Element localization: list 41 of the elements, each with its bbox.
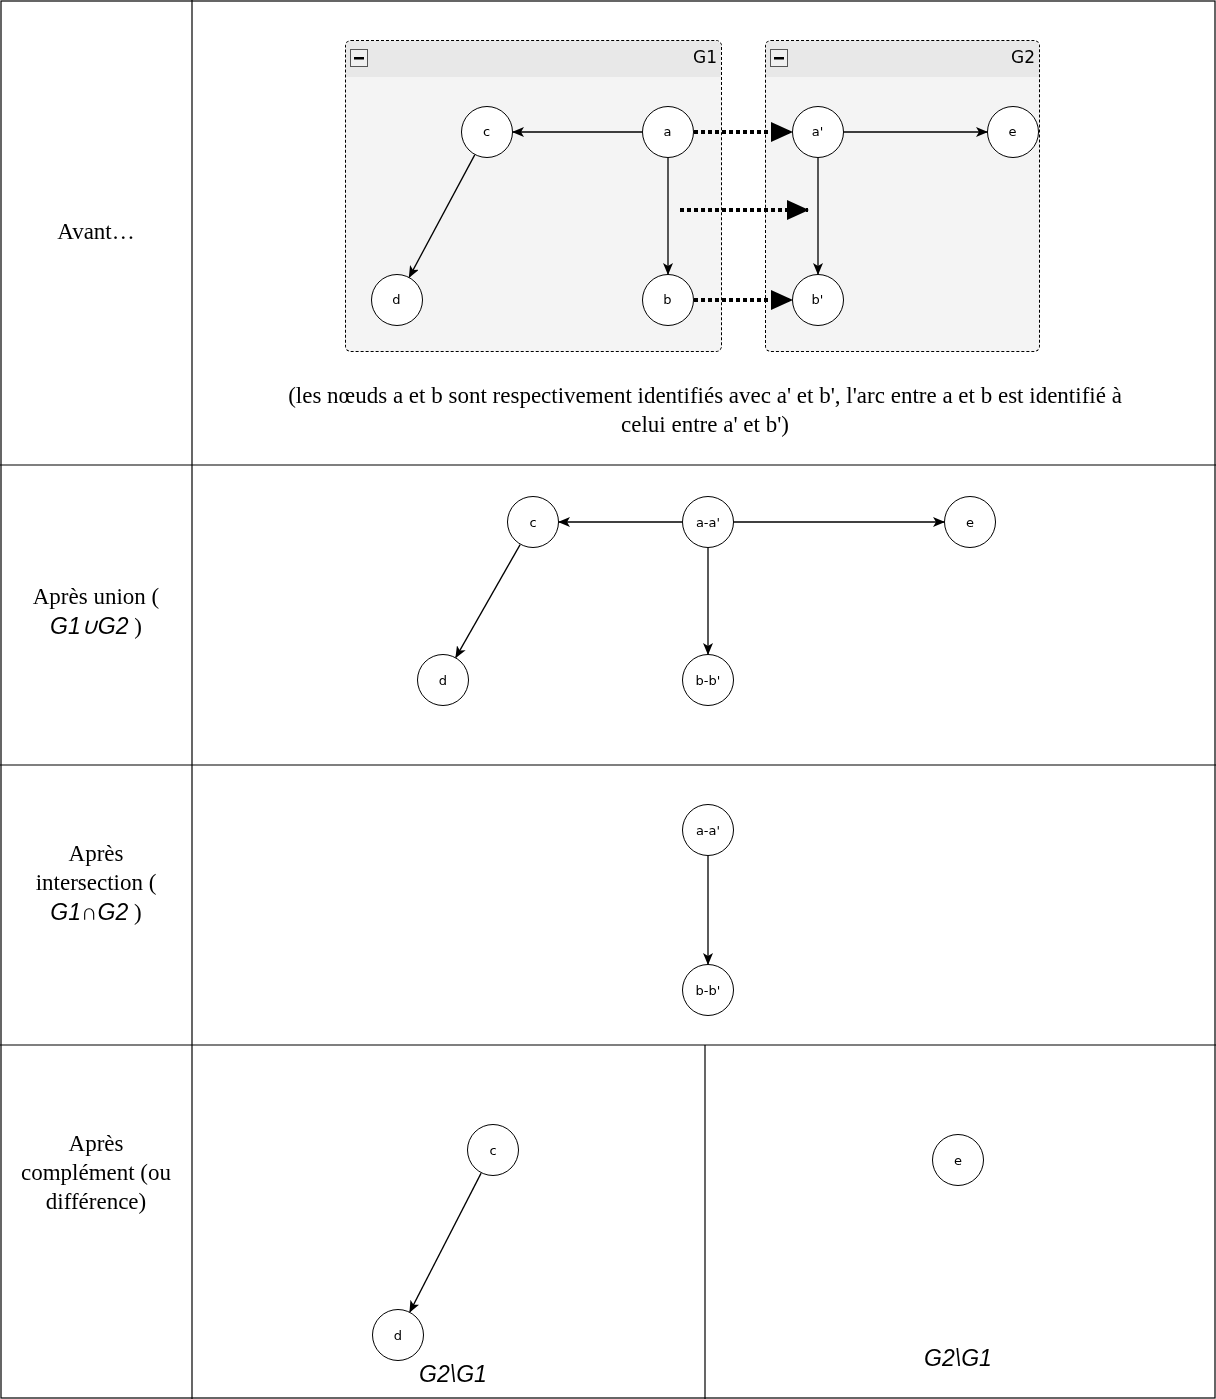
arrow	[663, 157, 673, 275]
row-label: Après intersection ( G1∩G2 )	[34, 840, 158, 927]
node-circle: c	[507, 496, 559, 548]
arrow	[703, 855, 713, 965]
arrow	[694, 122, 793, 142]
arrow	[813, 157, 823, 275]
row-label: Après complément (ou différence)	[19, 1130, 173, 1216]
row-label: Avant…	[56, 218, 136, 246]
node-circle: c	[460, 105, 513, 158]
arrow	[512, 127, 643, 137]
caption-text: (les nœuds a et b sont respectivement identifiés avec a' et b', l'arc entre a et b est identifié à celui entre a' et b')	[287, 382, 1123, 439]
node-circle: d	[417, 654, 469, 706]
group-box	[345, 40, 722, 352]
arrow	[409, 1172, 482, 1313]
node-circle: b	[641, 273, 694, 326]
node-circle: b-b'	[682, 964, 734, 1016]
node-circle: d	[370, 273, 423, 326]
node-circle: a	[641, 105, 694, 158]
arrow	[694, 290, 793, 310]
group-box	[765, 40, 1040, 352]
group-title: G1	[693, 47, 717, 67]
arrow	[843, 127, 988, 137]
node-circle: a-a'	[682, 496, 734, 548]
node-circle: b-b'	[682, 654, 734, 706]
node-circle: e	[944, 496, 996, 548]
node-circle: e	[932, 1134, 984, 1186]
row-label: Après union ( G1∪G2 )	[31, 583, 161, 641]
set-expression: G2\G1	[418, 1360, 488, 1389]
node-circle: d	[372, 1309, 424, 1361]
node-circle: b'	[791, 273, 844, 326]
node-circle: a-a'	[682, 804, 734, 856]
group-title: G2	[1011, 47, 1035, 67]
node-circle: e	[986, 105, 1039, 158]
arrow	[733, 517, 945, 527]
node-circle: c	[467, 1124, 519, 1176]
arrow	[455, 543, 521, 659]
arrow	[558, 517, 683, 527]
arrow	[703, 547, 713, 655]
node-circle: a'	[791, 105, 844, 158]
set-expression: G2\G1	[923, 1344, 993, 1373]
arrow	[408, 154, 476, 278]
